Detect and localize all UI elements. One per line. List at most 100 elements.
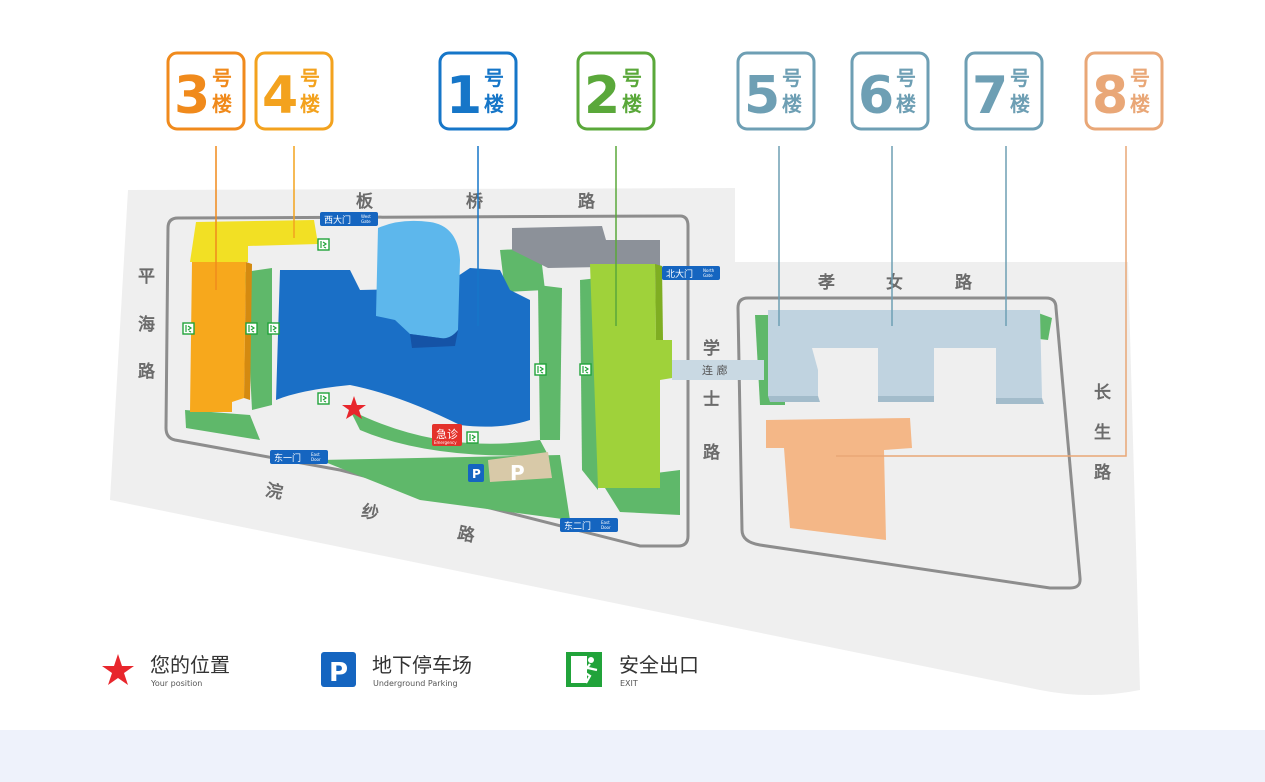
gate-west-en2: Gate: [361, 219, 371, 224]
parking-icon-map: P: [468, 464, 484, 482]
parking-lot-mark: P: [510, 461, 525, 485]
building-badge-frame: [1084, 51, 1164, 131]
exit-icon: [566, 652, 602, 687]
footer-band: [0, 730, 1265, 782]
emergency-badge[interactable]: 急诊 Emergency: [432, 424, 462, 446]
road-huansha-3: 路: [456, 523, 478, 547]
legend-exit-en: EXIT: [620, 679, 638, 688]
building-badge-frame: [850, 51, 930, 131]
building-2[interactable]: [590, 264, 672, 488]
gate-west-cn: 西大门: [324, 214, 351, 226]
campus-map: P 连 廊 急诊 Emergency P: [102, 51, 1164, 695]
leader-lines: [215, 146, 1127, 457]
exit-icon: [579, 363, 592, 376]
exit-icon: [317, 238, 330, 251]
building-badge-suffix-bottom: 楼: [212, 92, 232, 116]
building-badge-suffix-top: 号: [622, 66, 642, 90]
road-xueshi-1: 学: [703, 338, 720, 359]
building-badge-frame: [254, 51, 334, 131]
exit-icon: [182, 322, 195, 335]
building-badge-suffix-bottom: 楼: [484, 92, 504, 116]
gate-east2-cn: 东二门: [564, 520, 591, 532]
building-badge-number: 2: [584, 66, 620, 126]
building-badge-frame: [576, 51, 656, 131]
road-pinghai-1: 平: [138, 267, 155, 287]
gate-north[interactable]: 北大门 North Gate: [662, 266, 720, 280]
star-icon: [102, 654, 134, 685]
building-badge-suffix-bottom: 楼: [1010, 92, 1030, 116]
building-badge-suffix-top: 号: [300, 66, 320, 90]
building-badge-number: 6: [858, 66, 894, 126]
building-badge-suffix-top: 号: [484, 66, 504, 90]
gate-east1-en2: Door: [311, 457, 321, 462]
road-banqiao-3: 路: [578, 191, 596, 212]
building-badge-number: 3: [174, 66, 210, 126]
corridor-label: 连 廊: [702, 363, 728, 377]
gate-east2[interactable]: 东二门 East Door: [560, 518, 618, 532]
legend: 您的位置 Your position P 地下停车场 Underground P…: [102, 652, 699, 688]
building-badge-suffix-bottom: 楼: [782, 92, 802, 116]
gate-west[interactable]: 西大门 West Gate: [320, 212, 378, 226]
building-badge-suffix-bottom: 楼: [896, 92, 916, 116]
building-8[interactable]: [766, 418, 912, 540]
building-badge-number: 7: [972, 66, 1008, 126]
road-huansha-1: 浣: [264, 480, 285, 504]
building-badge-frame: [964, 51, 1044, 131]
building-badge-number: 8: [1092, 66, 1128, 126]
building-badge-suffix-bottom: 楼: [300, 92, 320, 116]
exit-icon: [317, 392, 330, 405]
building-badge-suffix-top: 号: [1130, 66, 1150, 90]
gate-east2-en2: Door: [601, 525, 611, 530]
road-xiaonv-2: 女: [886, 272, 903, 293]
gate-east1-en1: East: [311, 452, 320, 457]
road-xiaonv-3: 路: [955, 272, 973, 293]
building-5-6-7[interactable]: [768, 310, 1044, 404]
road-xueshi-3: 路: [703, 442, 721, 463]
building-badge-suffix-top: 号: [896, 66, 916, 90]
exit-icon: [267, 322, 280, 335]
legend-star-en: Your position: [150, 679, 202, 688]
gate-north-cn: 北大门: [666, 268, 693, 280]
road-changsheng-2: 生: [1094, 422, 1111, 443]
building-1[interactable]: [276, 220, 530, 427]
road-changsheng-3: 路: [1094, 462, 1112, 483]
corridor[interactable]: [672, 360, 764, 380]
exit-icon: [245, 322, 258, 335]
exit-icon: [534, 363, 547, 376]
building-badge-suffix-top: 号: [782, 66, 802, 90]
parking-icon: [321, 652, 356, 687]
road-banqiao-1: 板: [356, 191, 374, 212]
road-pinghai-2: 海: [138, 314, 155, 335]
road-banqiao-2: 桥: [466, 192, 484, 212]
road-pinghai-3: 路: [138, 361, 156, 382]
legend-parking-cn: 地下停车场: [372, 653, 472, 677]
gate-east1[interactable]: 东一门 East Door: [270, 450, 328, 464]
building-badge-number: 4: [262, 66, 298, 126]
exit-icon: [466, 431, 479, 444]
your-position-star: [342, 396, 366, 419]
building-north-grey: [512, 226, 660, 268]
emergency-label-en: Emergency: [434, 440, 457, 445]
gate-north-en1: North: [703, 268, 715, 273]
legend-star-cn: 您的位置: [150, 653, 230, 677]
building-badge-number: 1: [446, 66, 482, 126]
road-huansha-2: 纱: [360, 502, 381, 525]
building-badge-suffix-top: 号: [212, 66, 232, 90]
building-badge-suffix-top: 号: [1010, 66, 1030, 90]
gate-north-en2: Gate: [703, 273, 713, 278]
legend-parking-mark: P: [329, 658, 348, 688]
building-badge-frame: [166, 51, 246, 131]
building-badge-suffix-bottom: 楼: [1130, 92, 1150, 116]
road-changsheng-1: 长: [1094, 382, 1112, 403]
gate-west-en1: West: [361, 214, 371, 219]
road-xiaonv-1: 孝: [818, 272, 835, 293]
parking-lot: [488, 452, 552, 482]
